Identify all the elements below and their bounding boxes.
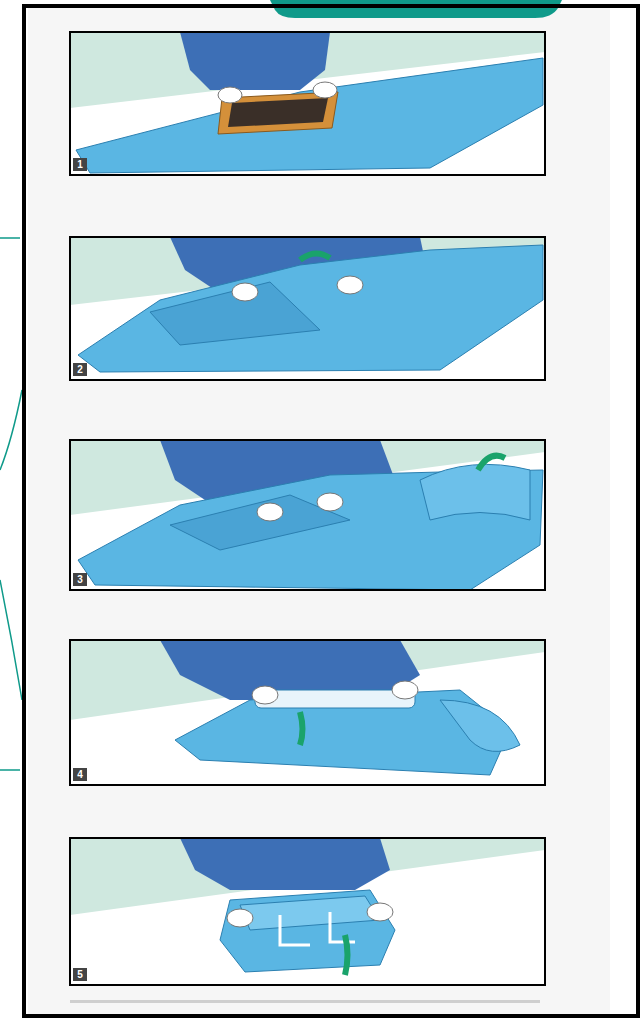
step-number: 5 <box>73 968 87 981</box>
step-number: 2 <box>73 363 87 376</box>
step-number: 3 <box>73 573 87 586</box>
step-number: 1 <box>73 158 87 171</box>
step-number: 4 <box>73 768 87 781</box>
